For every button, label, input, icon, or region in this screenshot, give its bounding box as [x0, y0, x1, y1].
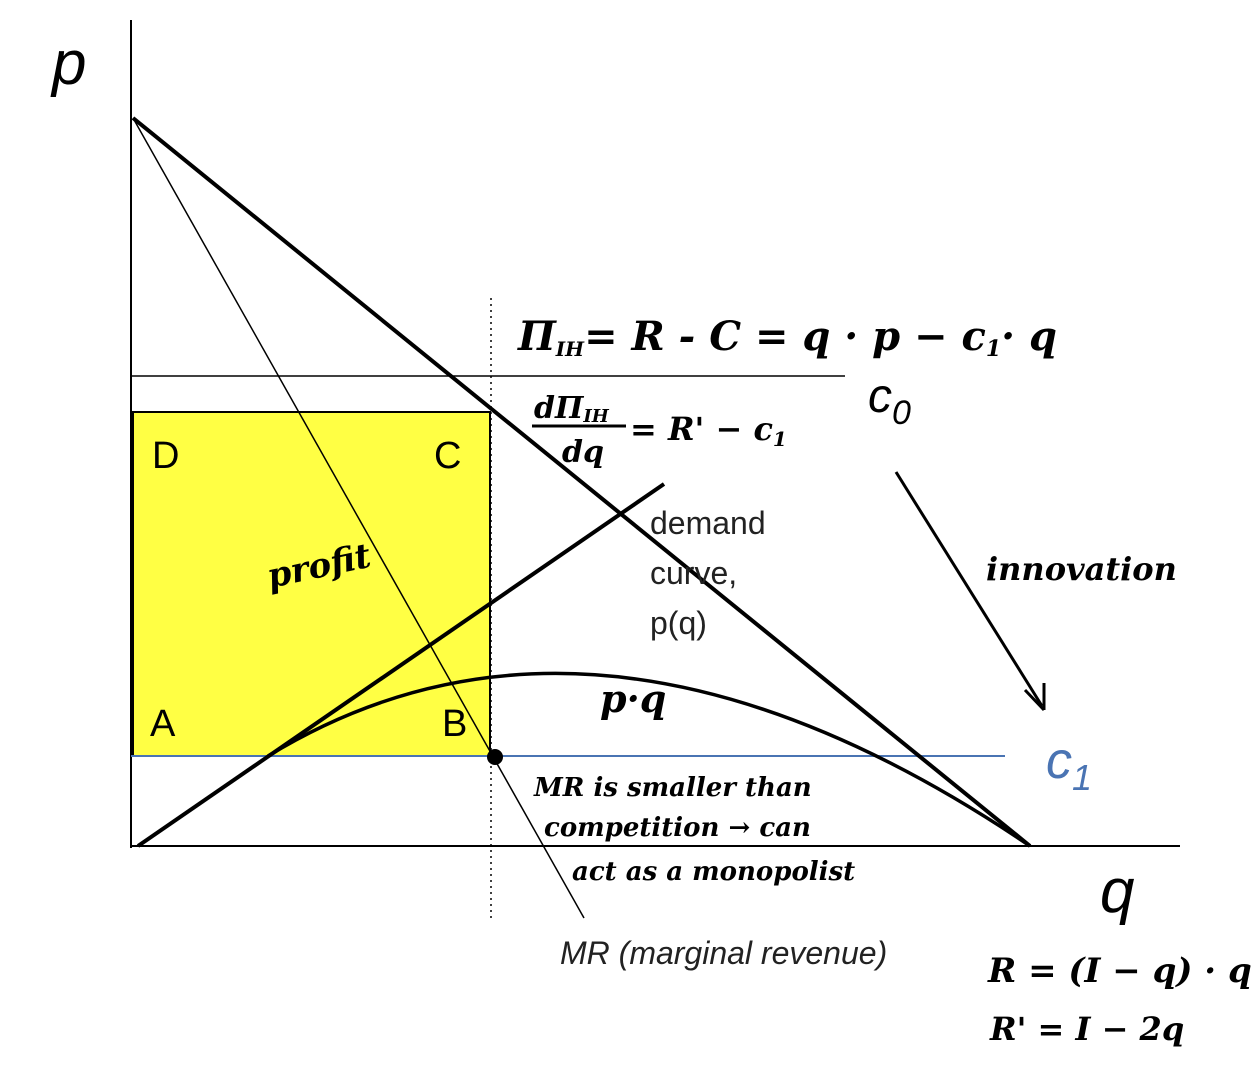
corner-d-label: D — [152, 435, 179, 477]
p-axis-label: p — [50, 29, 86, 98]
demand-curve-label: demand curve, p(q) — [650, 505, 775, 641]
revenue-equation: R = (I − q) · q — [987, 951, 1252, 991]
innovation-arrow-shaft — [894, 471, 1044, 707]
cost-derivative-line — [136, 482, 666, 848]
q-axis-label: q — [1100, 857, 1135, 926]
revenue-derivative-equation: R' = I − 2q — [989, 1010, 1184, 1048]
profit-area — [132, 411, 491, 757]
mr-curve — [132, 117, 585, 919]
derivative-numerator: dΠIH — [534, 391, 610, 427]
mr-label: MR (marginal revenue) — [560, 935, 887, 971]
corner-c-label: C — [434, 435, 461, 477]
innovation-arrow-head — [1023, 683, 1046, 712]
corner-a-label: A — [150, 703, 176, 745]
c0-label: c0 — [868, 370, 911, 432]
mr-note: MR is smaller than competition → can act… — [533, 773, 855, 887]
derivative-denominator: dq — [562, 435, 604, 470]
profit-equation: ΠIH= R - C = q · p − c1· q — [517, 313, 1057, 362]
monopoly-point — [487, 749, 503, 765]
innovation-handwritten: innovation — [986, 550, 1177, 588]
demand-curve — [131, 116, 1032, 848]
derivative-rhs: = R' − c1 — [630, 410, 787, 451]
corner-b-label: B — [442, 703, 467, 745]
pq-handwritten: p·q — [600, 676, 666, 721]
revenue-curve — [267, 671, 1031, 848]
c1-label: c1 — [1046, 732, 1092, 798]
